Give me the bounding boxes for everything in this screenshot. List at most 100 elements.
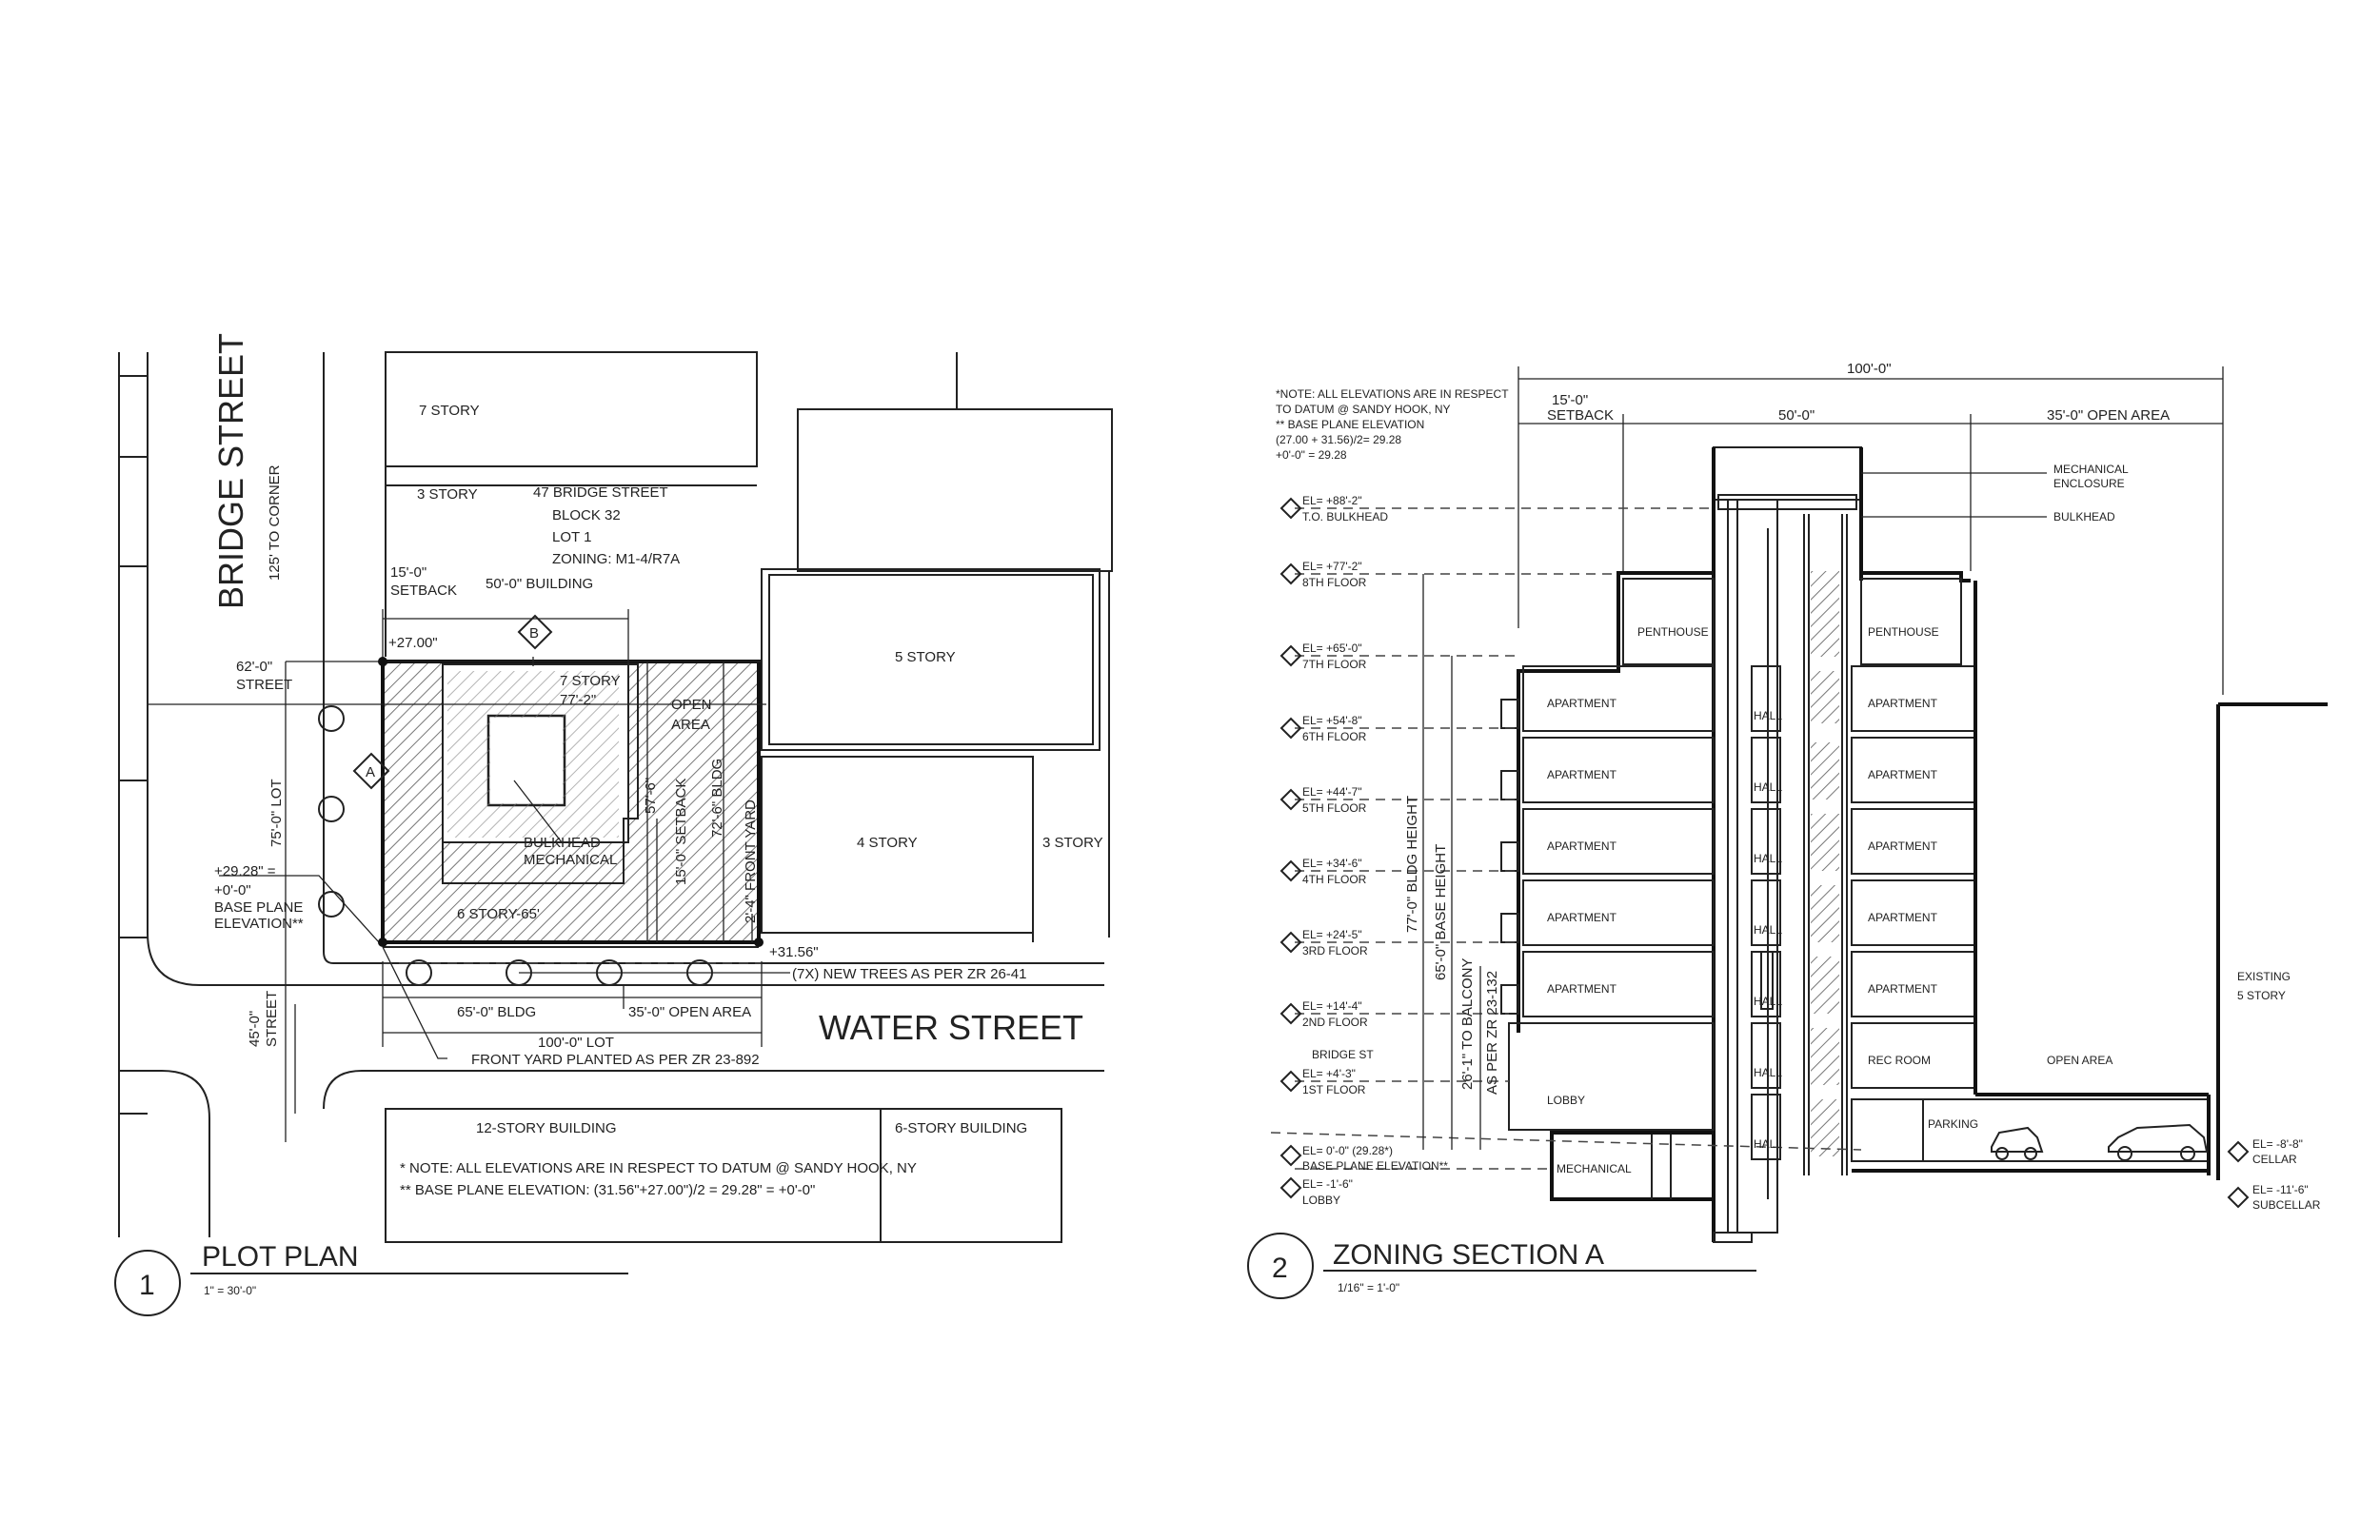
apartment-label: APARTMENT xyxy=(1868,697,1938,710)
height-7story-label: 77'-2" xyxy=(560,692,596,708)
neighbor-3story-right-label: 3 STORY xyxy=(1042,835,1103,851)
hall-label: HALL xyxy=(1754,852,1782,865)
open-area-label: OPEN xyxy=(671,697,712,713)
mechanical-label: MECHANICAL xyxy=(1557,1162,1632,1175)
apartment-label: APARTMENT xyxy=(1868,839,1938,853)
setback-dim-label: 15'-0" xyxy=(390,564,426,581)
level-elevation: EL= 0'-0" (29.28*) xyxy=(1302,1144,1393,1157)
apartment-label: APARTMENT xyxy=(1547,768,1617,781)
section-note-line: (27.00 + 31.56)/2= 29.28 xyxy=(1276,433,1401,446)
bldg-65-label: 65'-0" BLDG xyxy=(457,1004,536,1020)
level-elevation: EL= +24'-5" xyxy=(1302,928,1362,941)
section-note-line: +0'-0" = 29.28 xyxy=(1276,448,1347,462)
level-elevation: EL= +14'-4" xyxy=(1302,999,1362,1013)
plot-note: ** BASE PLANE ELEVATION: (31.56"+27.00")… xyxy=(400,1182,815,1198)
address-line: BLOCK 32 xyxy=(552,507,621,523)
lot-75-label: 75'-0" LOT xyxy=(268,779,285,847)
mech-enclosure-label: ENCLOSURE xyxy=(2053,477,2125,490)
level-elevation: EL= +44'-7" xyxy=(1302,785,1362,799)
water-street-label: WATER STREET xyxy=(819,1008,1083,1047)
section-marker-a: A xyxy=(352,752,390,790)
building-6story-label: 6-STORY BUILDING xyxy=(895,1120,1027,1136)
bldg-height-dim: 77'-0" BLDG HEIGHT xyxy=(1404,796,1420,933)
base-plane-label: ELEVATION** xyxy=(214,916,304,932)
section-vertical-dims: 77'-0" BLDG HEIGHT 65'-0" BASE HEIGHT 26… xyxy=(1404,574,1500,1150)
zr-dim: AS PER ZR 23-132 xyxy=(1484,971,1500,1095)
story6-label: 6 STORY-65' xyxy=(457,906,540,922)
section-note-line: ** BASE PLANE ELEVATION xyxy=(1276,418,1424,431)
level-name: 5TH FLOOR xyxy=(1302,801,1367,815)
apartment-label: APARTMENT xyxy=(1547,982,1617,996)
building-12story-label: 12-STORY BUILDING xyxy=(476,1120,617,1136)
section-marker-b: B xyxy=(517,614,553,650)
plot-plan-title-text: PLOT PLAN xyxy=(202,1241,359,1273)
level-name: 3RD FLOOR xyxy=(1302,944,1368,958)
hall-label: HALL xyxy=(1754,780,1782,794)
car-icon xyxy=(1991,1126,2044,1160)
section-note-line: *NOTE: ALL ELEVATIONS ARE IN RESPECT xyxy=(1276,387,1509,401)
section-marker-a-letter: A xyxy=(366,764,375,780)
section-building xyxy=(1500,446,2328,1243)
level-symbols xyxy=(1279,497,2250,1209)
dim-open-label: 35'-0" OPEN AREA xyxy=(2047,407,2170,424)
street-62-label: 62'-0" xyxy=(236,659,272,675)
level-name: 7TH FLOOR xyxy=(1302,658,1367,671)
hall-label: HALL xyxy=(1754,923,1782,937)
apartment-label: APARTMENT xyxy=(1547,839,1617,853)
hall-label: HALL xyxy=(1754,1137,1782,1151)
bridge-st-label: BRIDGE ST xyxy=(1312,1048,1374,1061)
open-area-label: OPEN AREA xyxy=(2047,1054,2112,1067)
level-name: 2ND FLOOR xyxy=(1302,1016,1368,1029)
apartment-label: APARTMENT xyxy=(1868,911,1938,924)
existing-label: EXISTING xyxy=(2237,970,2291,983)
building-50-label: 50'-0" BUILDING xyxy=(486,576,593,592)
level-name: 6TH FLOOR xyxy=(1302,730,1367,743)
new-trees-label: (7X) NEW TREES AS PER ZR 26-41 xyxy=(792,966,1026,982)
base-plane-label: +0'-0" xyxy=(214,882,251,898)
level-name: 1ST FLOOR xyxy=(1302,1083,1366,1096)
level-name: 8TH FLOOR xyxy=(1302,576,1367,589)
level-name: 4TH FLOOR xyxy=(1302,873,1367,886)
elevation-3156-label: +31.56" xyxy=(769,944,819,960)
cellar-name: CELLAR xyxy=(2252,1153,2297,1166)
plot-plan: 7 STORY 3 STORY 5 STORY 4 STORY 3 STORY … xyxy=(114,333,1113,1316)
zoning-section: *NOTE: ALL ELEVATIONS ARE IN RESPECT TO … xyxy=(1247,361,2328,1299)
subcellar-elevation: EL= -11'-6" xyxy=(2252,1183,2309,1196)
existing-label: 5 STORY xyxy=(2237,989,2286,1002)
street-62-label: STREET xyxy=(236,677,292,693)
stair-hatching xyxy=(1811,571,1839,1156)
neighbor-buildings: 7 STORY 3 STORY 5 STORY 4 STORY 3 STORY … xyxy=(385,351,1113,1243)
base-plane-label: BASE PLANE xyxy=(214,899,303,916)
subject-lot xyxy=(381,660,762,964)
section-note: *NOTE: ALL ELEVATIONS ARE IN RESPECT TO … xyxy=(1276,387,1509,462)
section-top-dims: 100'-0" 15'-0" SETBACK 50'-0" 35'-0" OPE… xyxy=(1517,361,2224,695)
hall-label: HALL xyxy=(1754,709,1782,722)
open-area-label: AREA xyxy=(671,717,710,733)
level-name: T.O. BULKHEAD xyxy=(1302,510,1388,523)
bulkhead-label: BULKHEAD xyxy=(524,835,601,851)
tree-icon xyxy=(318,891,345,918)
to-corner-label: 125' TO CORNER xyxy=(267,464,283,581)
neighbor-4story-label: 4 STORY xyxy=(857,835,918,851)
car-icon xyxy=(2108,1123,2209,1161)
penthouse-label: PENTHOUSE xyxy=(1868,625,1939,639)
parking-label: PARKING xyxy=(1928,1117,1978,1131)
level-elevation: EL= +54'-8" xyxy=(1302,714,1362,727)
section-title-text: ZONING SECTION A xyxy=(1333,1239,1604,1271)
apartment-label: APARTMENT xyxy=(1547,911,1617,924)
section-number: 2 xyxy=(1272,1253,1288,1284)
address-block: 47 BRIDGE STREET BLOCK 32 LOT 1 ZONING: … xyxy=(533,484,680,567)
apartment-label: APARTMENT xyxy=(1868,768,1938,781)
level-name: BASE PLANE ELEVATION** xyxy=(1302,1159,1448,1173)
neighbor-7story-label: 7 STORY xyxy=(419,403,480,419)
section-marker-b-letter: B xyxy=(529,625,539,642)
subcellar-name: SUBCELLAR xyxy=(2252,1198,2321,1212)
plot-plan-number: 1 xyxy=(139,1270,155,1301)
level-elevation: EL= +34'-6" xyxy=(1302,857,1362,870)
street-lines xyxy=(118,352,1104,1237)
section-title: 2 ZONING SECTION A 1/16" = 1'-0" xyxy=(1247,1233,1756,1299)
level-elevation: EL= +4'-3" xyxy=(1302,1067,1356,1080)
dim-72-label: 72'-6" BLDG xyxy=(709,759,725,838)
section-scale: 1/16" = 1'-0" xyxy=(1338,1281,1399,1294)
